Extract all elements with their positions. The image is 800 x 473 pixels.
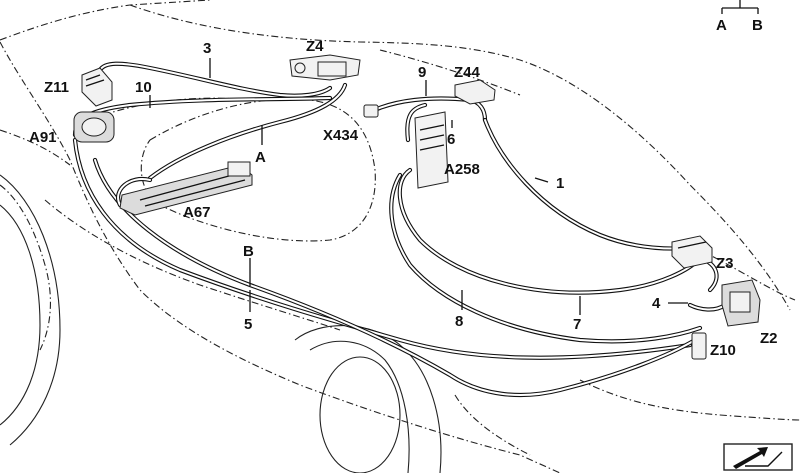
label-a67: A67 [183, 204, 211, 221]
label-b: B [243, 243, 254, 260]
wheel-arches [0, 174, 442, 473]
legend-label-b: B [752, 17, 763, 34]
a258-module [414, 111, 449, 189]
label-10: 10 [135, 79, 152, 96]
label-a258: A258 [444, 161, 480, 178]
label-3: 3 [203, 40, 211, 57]
a67-unit [119, 161, 253, 216]
components [73, 54, 761, 360]
label-z4: Z4 [306, 38, 324, 55]
leader-lines [149, 58, 688, 315]
ab-legend: A B [716, 0, 763, 34]
label-4: 4 [652, 295, 661, 312]
label-x434: X434 [323, 127, 359, 144]
label-z10: Z10 [710, 342, 736, 359]
z11-connector [81, 67, 113, 107]
label-7: 7 [573, 316, 581, 333]
z3-connector [671, 235, 713, 269]
label-z11: Z11 [44, 79, 69, 96]
x434-connector [363, 104, 379, 118]
z4-connector [289, 54, 361, 81]
label-a: A [255, 149, 266, 166]
label-8: 8 [455, 313, 463, 330]
legend-label-a: A [716, 17, 727, 34]
label-z3: Z3 [716, 255, 734, 272]
diagonal-arrow-icon [723, 443, 793, 471]
label-9: 9 [418, 64, 426, 81]
z2-module [721, 279, 761, 327]
label-5: 5 [244, 316, 252, 333]
z10-connector [691, 332, 707, 360]
label-z2: Z2 [760, 330, 778, 347]
a91-module [73, 111, 115, 143]
label-z44: Z44 [454, 64, 481, 81]
callout-labels: 3 Z4 Z11 10 A91 A A67 B 5 9 Z44 X434 6 A… [29, 38, 778, 359]
label-1: 1 [556, 175, 564, 192]
label-6: 6 [447, 131, 455, 148]
z44-connector [454, 79, 496, 105]
label-a91: A91 [29, 129, 57, 146]
